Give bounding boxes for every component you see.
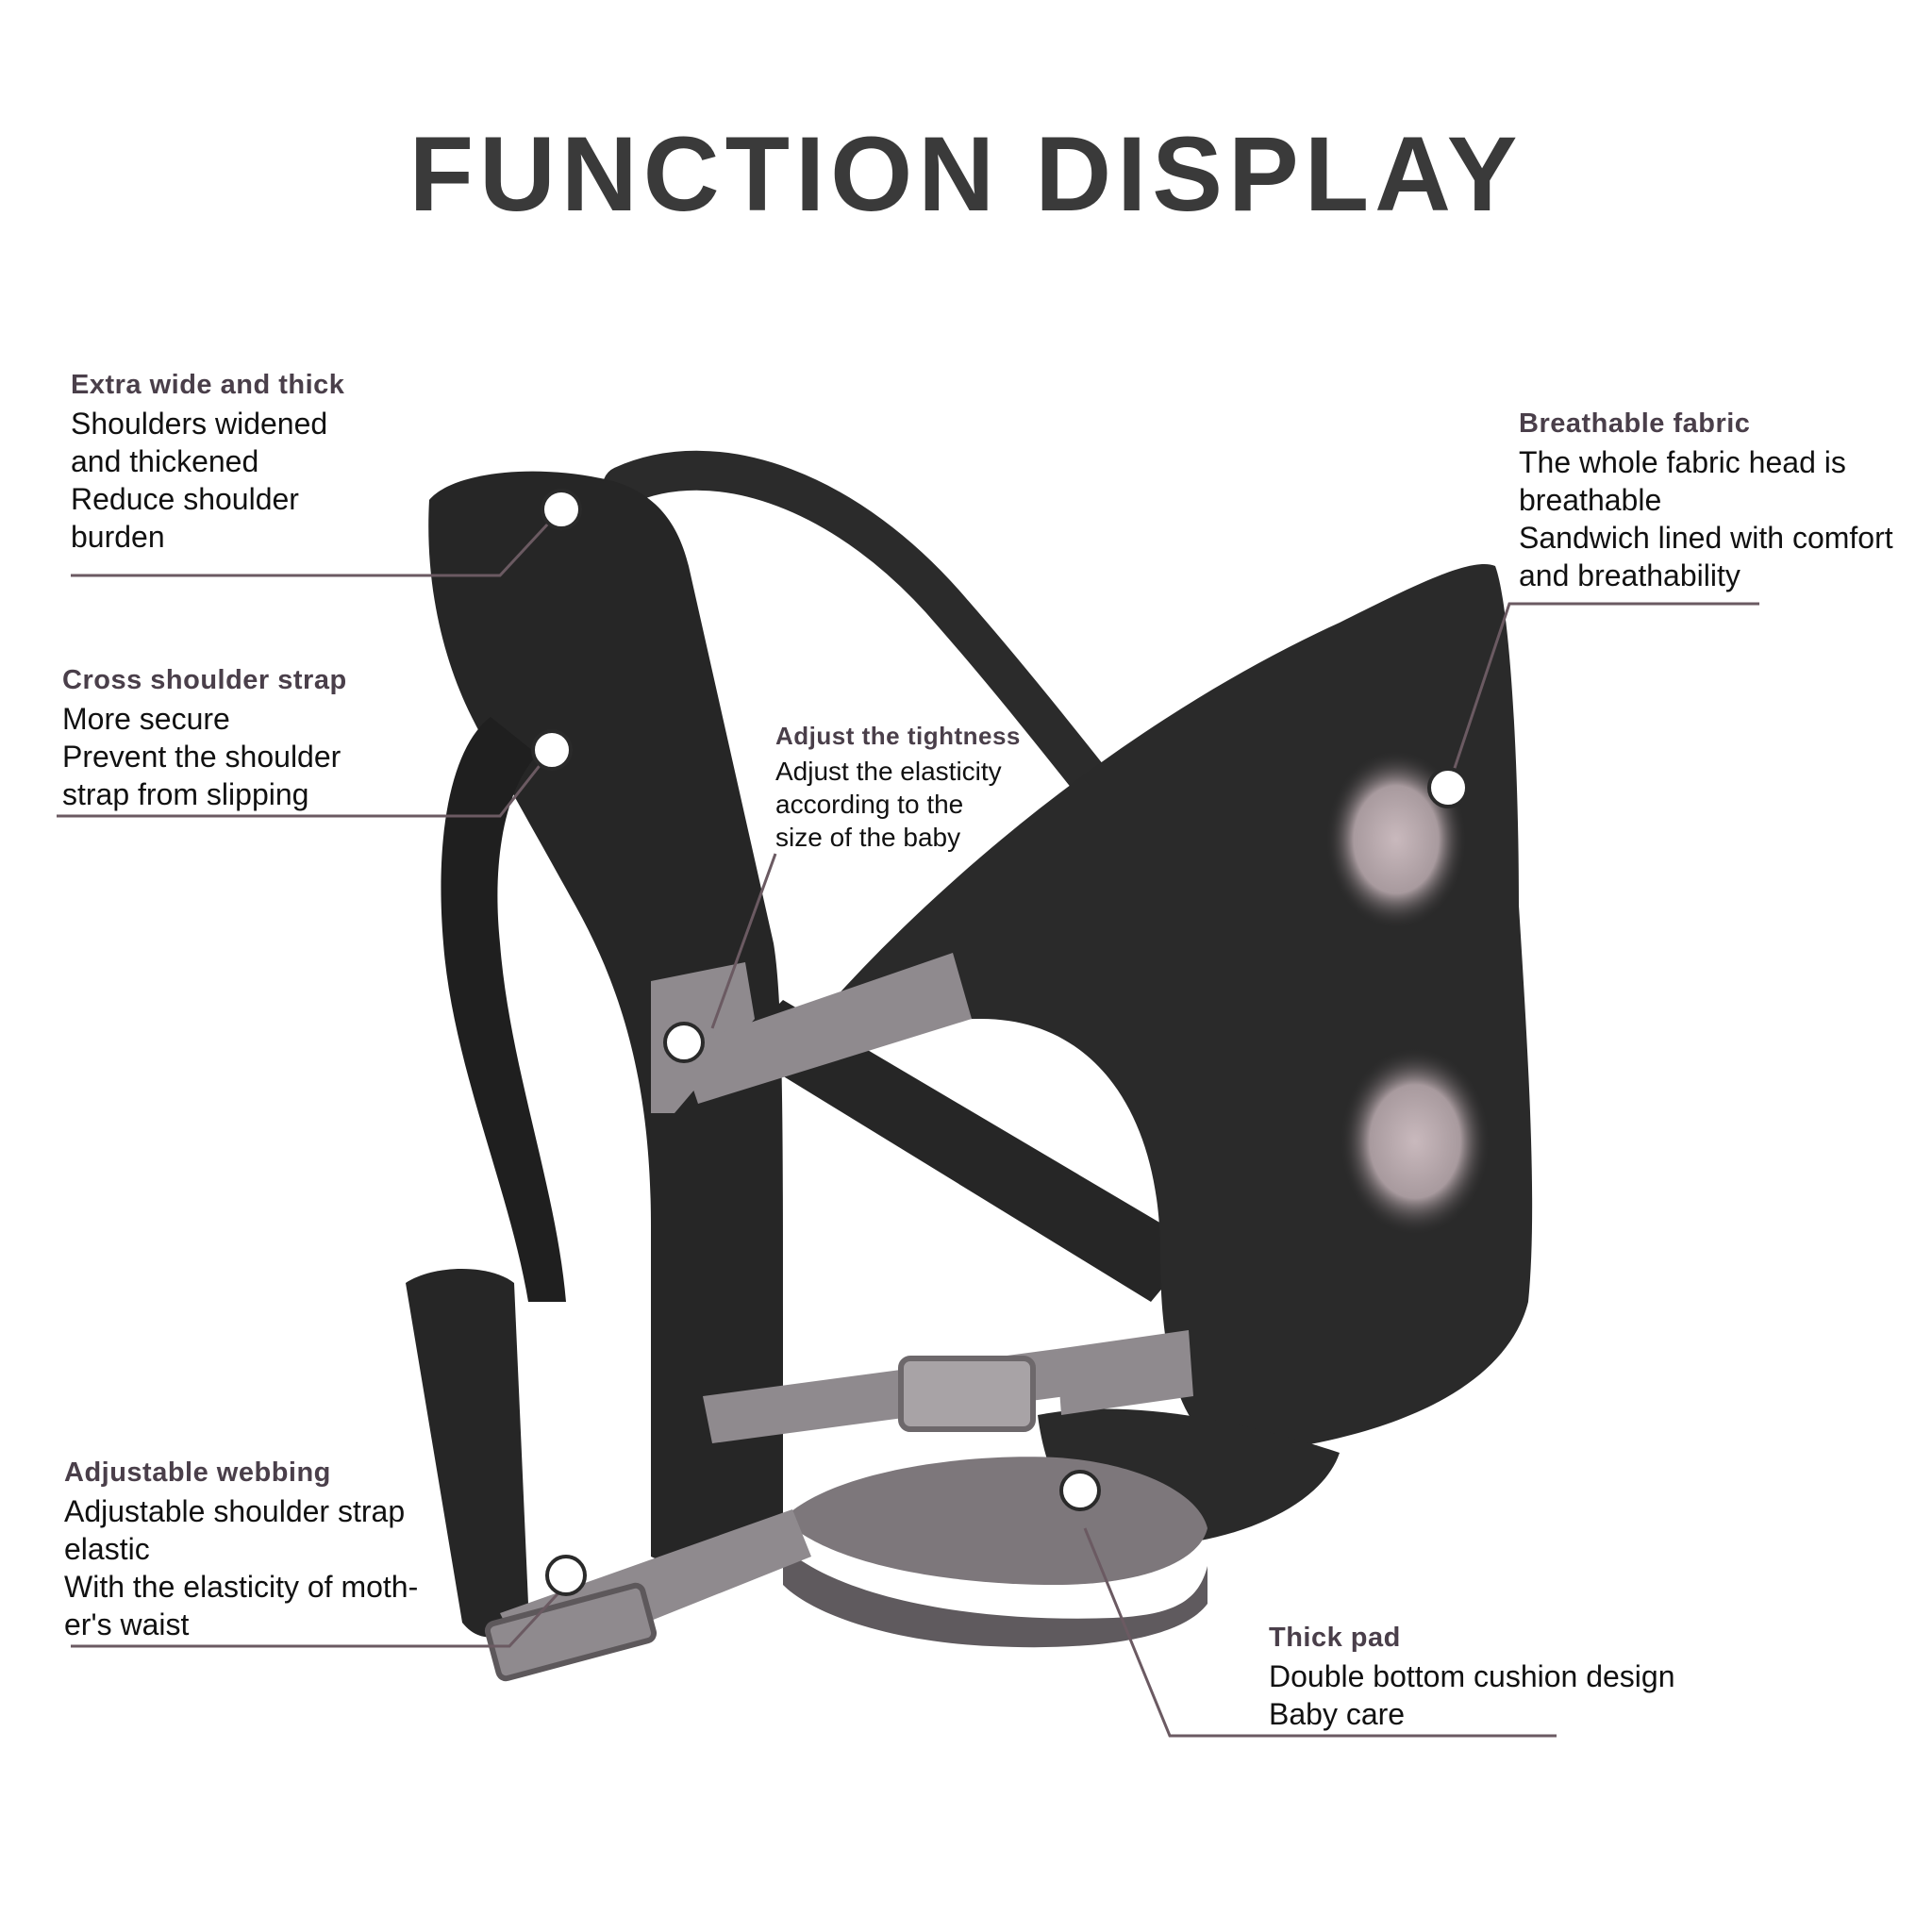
shoulders-dot bbox=[541, 489, 582, 530]
webbing-callout: Adjustable webbing Adjustable shoulder s… bbox=[64, 1457, 418, 1643]
back-strap bbox=[603, 450, 1142, 841]
callout-line: er's waist bbox=[64, 1607, 190, 1641]
tightness-callout: Adjust the tightness Adjust the elastici… bbox=[775, 722, 1021, 854]
callout-line: according to the bbox=[775, 790, 964, 819]
tightness-webbing-band bbox=[679, 953, 972, 1104]
webbing-dot bbox=[545, 1555, 587, 1596]
callout-line: Sandwich lined with comfort bbox=[1519, 521, 1893, 555]
thick-pad bbox=[783, 1457, 1208, 1585]
slide-buckle bbox=[484, 1582, 658, 1682]
tightness-dot bbox=[663, 1022, 705, 1063]
callout-line: Baby care bbox=[1269, 1697, 1406, 1731]
cross-strap-callout: Cross shoulder strap More secure Prevent… bbox=[62, 665, 347, 813]
pad-callout: Thick pad Double bottom cushion design B… bbox=[1269, 1623, 1675, 1733]
callout-line: and thickened bbox=[71, 444, 259, 478]
callout-heading: Thick pad bbox=[1269, 1623, 1401, 1653]
callout-heading: Extra wide and thick bbox=[71, 370, 345, 400]
webbing-callout-line bbox=[71, 1583, 568, 1648]
pad-callout-line bbox=[1083, 1527, 1557, 1738]
tightness-callout-line bbox=[710, 853, 777, 1029]
callout-line: breathable bbox=[1519, 483, 1662, 517]
callout-lines bbox=[57, 508, 1759, 1738]
cross-strap-dot bbox=[531, 729, 573, 771]
callout-line: The whole fabric head is bbox=[1519, 445, 1846, 479]
callout-line: Double bottom cushion design bbox=[1269, 1659, 1675, 1693]
callout-line: Reduce shoulder bbox=[71, 482, 299, 516]
mesh-patch-lower bbox=[1340, 1047, 1491, 1236]
callout-line: and breathability bbox=[1519, 558, 1740, 592]
callout-line: elastic bbox=[64, 1532, 150, 1566]
callout-line: More secure bbox=[62, 702, 230, 736]
breathable-callout: Breathable fabric The whole fabric head … bbox=[1519, 408, 1893, 594]
callout-line: burden bbox=[71, 520, 165, 554]
shoulders-callout-line bbox=[71, 508, 563, 577]
waist-webbing-right bbox=[1057, 1330, 1193, 1415]
shoulders-callout: Extra wide and thick Shoulders widened a… bbox=[71, 370, 344, 556]
callout-heading: Breathable fabric bbox=[1519, 408, 1751, 439]
callout-heading: Cross shoulder strap bbox=[62, 665, 347, 695]
callout-line: Adjustable shoulder strap bbox=[64, 1494, 406, 1528]
callout-line: Prevent the shoulder bbox=[62, 740, 341, 774]
cross-shoulder-strap bbox=[441, 717, 566, 1302]
callout-line: Shoulders widened bbox=[71, 407, 328, 441]
callout-heading: Adjustable webbing bbox=[64, 1457, 331, 1488]
buckle bbox=[898, 1356, 1036, 1432]
pad-dot bbox=[1059, 1470, 1101, 1511]
callout-heading: Adjust the tightness bbox=[775, 722, 1021, 750]
page-title: FUNCTION DISPLAY bbox=[408, 115, 1524, 233]
waist-strap bbox=[406, 1269, 528, 1638]
cross-strap-callout-line bbox=[57, 749, 554, 818]
callout-line: strap from slipping bbox=[62, 777, 309, 811]
callout-dots bbox=[531, 489, 1469, 1596]
breathable-callout-line bbox=[1451, 602, 1759, 774]
callout-line: Adjust the elasticity bbox=[775, 757, 1002, 786]
callout-line: With the elasticity of moth- bbox=[64, 1570, 419, 1604]
thick-pad-base bbox=[783, 1547, 1208, 1648]
breathable-dot bbox=[1427, 767, 1469, 808]
callout-line: size of the baby bbox=[775, 823, 961, 852]
diagonal-strap bbox=[736, 1000, 1198, 1302]
